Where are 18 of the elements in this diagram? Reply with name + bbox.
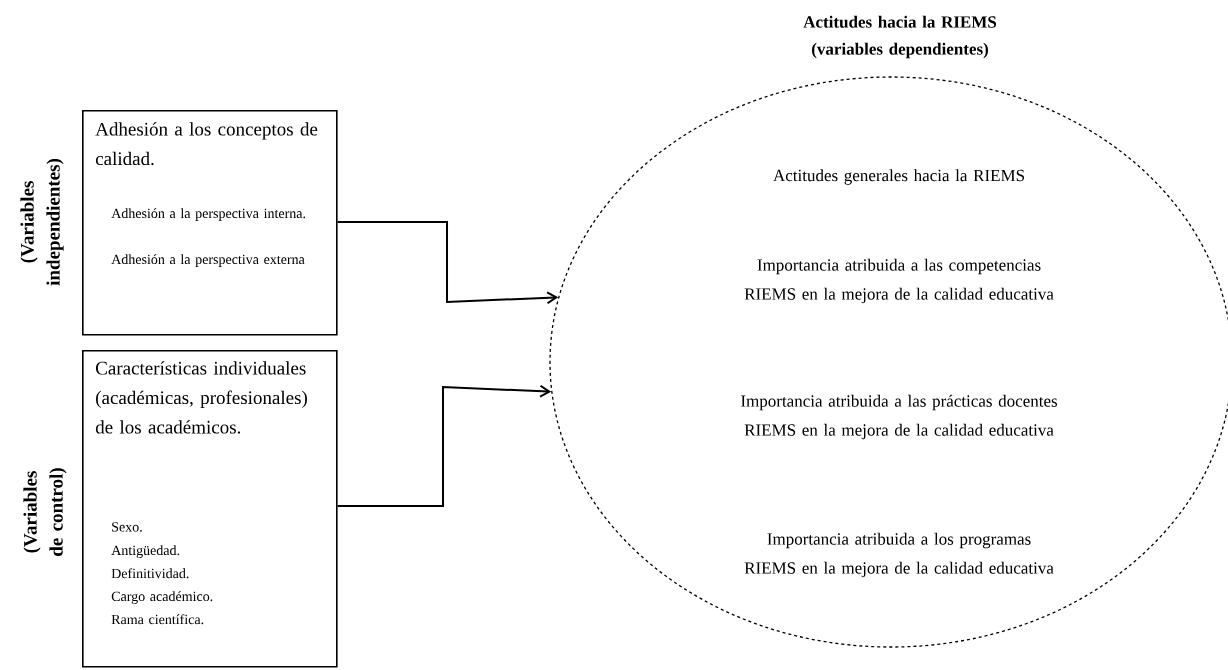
list-item: Cargo académico. [111,591,213,604]
list-item: Sexo. [112,522,142,532]
ellipse-text: Importancia atribuida a las prácticas docentes RIEMS en la mejora de la calidad educativa [741,394,1058,440]
list-item: Rama científica. [111,614,204,625]
side-label: (Variables de control) [23,468,67,556]
box-heading: Características individuales (académicas, profesionales) de los académicos. [95,361,307,434]
ellipse-text: Actitudes generales hacia la RIEMS [773,169,1025,185]
list-item: Definitividad. [111,568,189,579]
box-heading: Adhesión a los conceptos de calidad. [95,122,318,166]
list-item: Adhesión a la perspectiva interna. [111,208,306,221]
arrow [336,221,559,305]
side-label: (Variables independientes) [20,159,64,286]
arrow [336,384,552,507]
list-item: Adhesión a la perspectiva externa [111,254,305,267]
ellipse-text: Importancia atribuida a los programas RIEMS en la mejora de la calidad educativa [744,532,1054,578]
list-item: Antigüedad. [111,545,180,558]
heading: Actitudes hacia la RIEMS (variables dependientes) [803,15,997,59]
ellipse-text: Importancia atribuida a las competencias RIEMS en la mejora de la calidad educativa [744,258,1054,304]
